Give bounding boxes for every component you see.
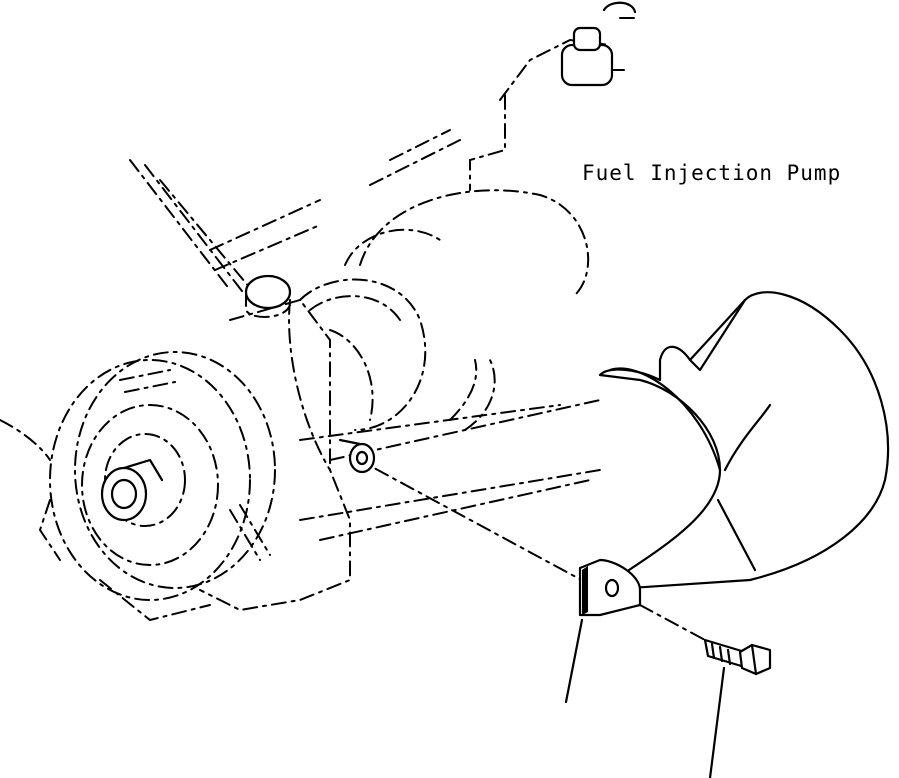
bracket-bolt-hole: [604, 578, 620, 598]
fuel-injection-pump-label: Fuel Injection Pump: [582, 161, 841, 185]
pulley: [49, 351, 276, 601]
leader-line-bolt: [708, 666, 726, 778]
mounting-stud: [338, 438, 376, 474]
pump-top-line: [602, 1, 637, 14]
bolt-centerline: [639, 604, 706, 641]
fuel-injection-pump: [0, 1, 637, 541]
pump-top-nipple: [572, 26, 602, 52]
pump-cover: [578, 291, 890, 617]
housing-bolt-head: [244, 274, 292, 310]
pump-shaft-end: [100, 458, 164, 522]
cover-bracket: [578, 558, 642, 617]
cover-bolt: [703, 638, 772, 676]
assembly-centerline: [349, 454, 601, 591]
leader-line-cover: [564, 618, 584, 704]
